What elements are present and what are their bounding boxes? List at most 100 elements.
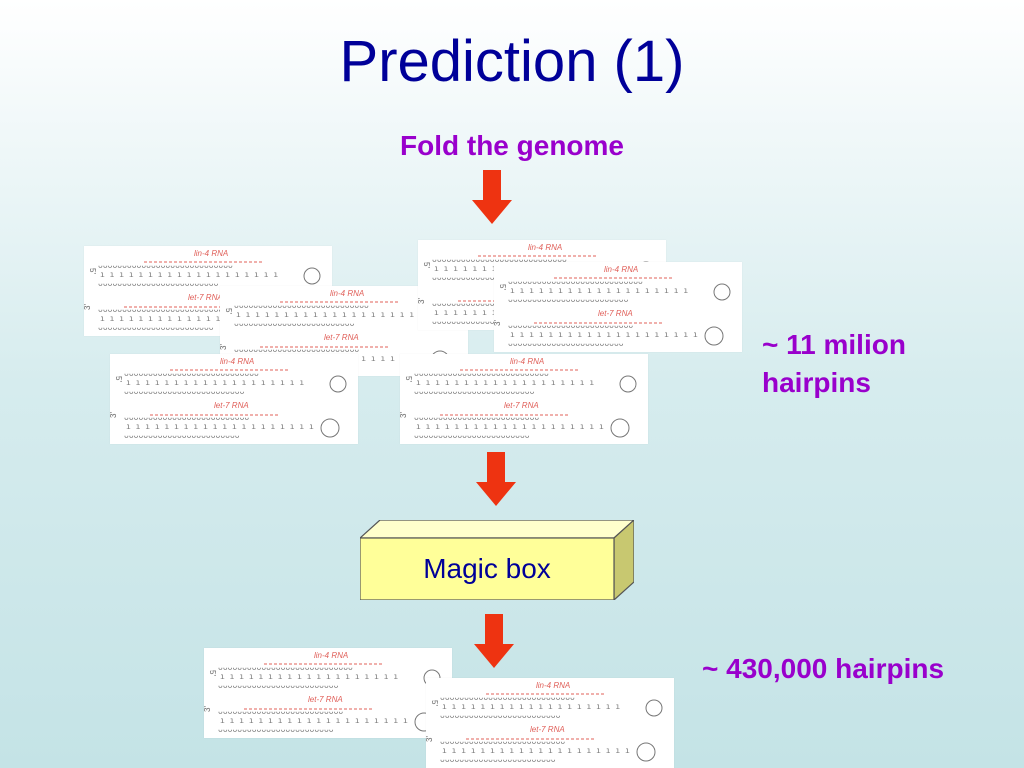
sequence-strand: ᴗᴗᴗᴗᴗᴗᴗᴗᴗᴗᴗᴗᴗᴗᴗᴗᴗᴗᴗᴗᴗᴗᴗᴗᴗᴗᴗᴗ (98, 261, 233, 270)
prime-label: 3' (400, 412, 408, 418)
rna-label: let-7 RNA (530, 725, 565, 734)
sequence-strand: ᴗᴗᴗᴗᴗᴗᴗᴗᴗᴗᴗᴗᴗᴗᴗᴗᴗᴗᴗᴗᴗᴗᴗᴗᴗᴗᴗᴗ (440, 693, 575, 702)
prime-label: 3' (418, 298, 426, 304)
prime-label: 3' (494, 320, 502, 326)
sequence-strand: ᴗᴗᴗᴗᴗᴗᴗᴗᴗᴗᴗᴗᴗᴗᴗᴗᴗᴗᴗᴗᴗᴗᴗᴗᴗᴗ (440, 737, 565, 746)
base-pairs: ı ı ı ı ı ı ı ı ı ı ı ı ı ı ı ı ı ı ı (220, 672, 398, 681)
rna-label: lin-4 RNA (220, 357, 254, 366)
loop-shape (619, 375, 637, 393)
sequence-strand: ᴗᴗᴗᴗᴗᴗᴗᴗᴗᴗᴗᴗᴗᴗᴗᴗᴗᴗᴗᴗᴗᴗᴗᴗᴗᴗᴗᴗ (218, 663, 353, 672)
annotation-total-hairpins: ~ 11 milion hairpins (762, 326, 906, 402)
magic-box: Magic box (360, 520, 634, 600)
sequence-strand: ᴗᴗᴗᴗᴗᴗᴗᴗᴗᴗᴗᴗᴗᴗᴗᴗᴗᴗᴗᴗᴗᴗᴗᴗᴗ (432, 273, 553, 282)
down-arrow-icon (472, 170, 512, 224)
sequence-strand: ᴗᴗᴗᴗᴗᴗᴗᴗᴗᴗᴗᴗᴗᴗᴗᴗᴗᴗᴗᴗᴗᴗᴗᴗᴗᴗ (234, 345, 359, 354)
sequence-strand: ᴗᴗᴗᴗᴗᴗᴗᴗᴗᴗᴗᴗᴗᴗᴗᴗᴗᴗᴗᴗᴗᴗᴗᴗ (432, 317, 548, 326)
base-pairs: ı ı ı ı ı ı ı ı ı ı ı ı ı ı ı ı ı ı ı ı (416, 422, 604, 431)
rna-label: lin-4 RNA (536, 681, 570, 690)
base-pairs: ı ı ı ı ı ı ı ı ı ı ı ı ı ı ı ı ı ı ı (510, 286, 688, 295)
prime-label: 3' (84, 304, 92, 310)
slide-title: Prediction (1) (339, 29, 685, 94)
base-pairs: ı ı ı ı ı ı ı ı ı ı ı ı ı ı ı ı ı ı ı (100, 270, 278, 279)
base-pairs: ı ı ı ı ı ı ı ı ı ı ı ı ı ı ı ı ı ı ı ı (100, 314, 288, 323)
base-pairs: ı ı ı ı ı ı ı ı ı ı ı ı ı ı ı ı ı ı ı (416, 378, 594, 387)
prime-label: 5' (114, 376, 123, 382)
prime-label: 3' (204, 706, 212, 712)
rna-label: let-7 RNA (214, 401, 249, 410)
prime-label: 3' (110, 412, 118, 418)
prime-label: 5' (430, 700, 439, 706)
sequence-strand: ᴗᴗᴗᴗᴗᴗᴗᴗᴗᴗᴗᴗᴗᴗᴗᴗᴗᴗᴗᴗᴗᴗᴗᴗ (98, 323, 214, 332)
prime-label: 5' (422, 262, 431, 268)
rna-label: let-7 RNA (324, 333, 359, 342)
rna-label: lin-4 RNA (510, 357, 544, 366)
sequence-strand: ᴗᴗᴗᴗᴗᴗᴗᴗᴗᴗᴗᴗᴗᴗᴗᴗᴗᴗᴗᴗᴗᴗᴗᴗ (508, 339, 624, 348)
annotation-line: hairpins (762, 367, 871, 398)
sequence-strand: ᴗᴗᴗᴗᴗᴗᴗᴗᴗᴗᴗᴗᴗᴗᴗᴗᴗᴗᴗᴗᴗᴗᴗᴗᴗ (98, 279, 219, 288)
loop-shape (320, 418, 340, 438)
rna-label: lin-4 RNA (314, 651, 348, 660)
sequence-strand: ᴗᴗᴗᴗᴗᴗᴗᴗᴗᴗᴗᴗᴗᴗᴗᴗᴗᴗᴗᴗᴗᴗᴗᴗᴗ (414, 387, 535, 396)
base-pairs: ı ı ı ı ı ı ı ı ı ı ı ı ı ı ı ı ı ı ı (126, 378, 304, 387)
prime-label: 5' (88, 268, 97, 274)
annotation-line: ~ 11 milion (762, 329, 906, 360)
base-pairs: ı ı ı ı ı ı ı ı ı ı ı ı ı ı ı ı ı ı ı (442, 702, 620, 711)
sequence-strand: ᴗᴗᴗᴗᴗᴗᴗᴗᴗᴗᴗᴗᴗᴗᴗᴗᴗᴗᴗᴗᴗᴗᴗᴗ (218, 725, 334, 734)
base-pairs: ı ı ı ı ı ı ı ı ı ı ı ı ı ı ı ı ı ı ı ı (510, 330, 698, 339)
sequence-strand: ᴗᴗᴗᴗᴗᴗᴗᴗᴗᴗᴗᴗᴗᴗᴗᴗᴗᴗᴗᴗᴗᴗᴗᴗᴗᴗᴗᴗ (234, 301, 369, 310)
sequence-strand: ᴗᴗᴗᴗᴗᴗᴗᴗᴗᴗᴗᴗᴗᴗᴗᴗᴗᴗᴗᴗᴗᴗᴗᴗᴗᴗᴗᴗ (432, 255, 567, 264)
down-arrow-icon (476, 452, 516, 506)
base-pairs: ı ı ı ı ı ı ı ı ı ı ı ı ı ı ı ı ı ı ı (236, 310, 414, 319)
sequence-strand: ᴗᴗᴗᴗᴗᴗᴗᴗᴗᴗᴗᴗᴗᴗᴗᴗᴗᴗᴗᴗᴗᴗᴗᴗᴗ (234, 319, 355, 328)
sequence-strand: ᴗᴗᴗᴗᴗᴗᴗᴗᴗᴗᴗᴗᴗᴗᴗᴗᴗᴗᴗᴗᴗᴗᴗᴗ (124, 431, 240, 440)
box-3d-shape (360, 520, 634, 600)
down-arrow-icon (474, 614, 514, 668)
loop-shape (713, 283, 731, 301)
rna-label: lin-4 RNA (194, 249, 228, 258)
sequence-strand: ᴗᴗᴗᴗᴗᴗᴗᴗᴗᴗᴗᴗᴗᴗᴗᴗᴗᴗᴗᴗᴗᴗᴗᴗᴗᴗ (508, 321, 633, 330)
sequence-strand: ᴗᴗᴗᴗᴗᴗᴗᴗᴗᴗᴗᴗᴗᴗᴗᴗᴗᴗᴗᴗᴗᴗᴗᴗᴗ (124, 387, 245, 396)
annotation-filtered-hairpins: ~ 430,000 hairpins (702, 653, 945, 684)
sequence-strand: ᴗᴗᴗᴗᴗᴗᴗᴗᴗᴗᴗᴗᴗᴗᴗᴗᴗᴗᴗᴗᴗᴗᴗᴗᴗᴗᴗᴗ (124, 369, 259, 378)
prime-label: 3' (426, 736, 434, 742)
loop-shape (704, 326, 724, 346)
prime-label: 5' (208, 670, 217, 676)
sequence-strand: ᴗᴗᴗᴗᴗᴗᴗᴗᴗᴗᴗᴗᴗᴗᴗᴗᴗᴗᴗᴗᴗᴗᴗᴗᴗ (440, 711, 561, 720)
rna-label: lin-4 RNA (528, 243, 562, 252)
rna-label: let-7 RNA (188, 293, 223, 302)
rna-label: let-7 RNA (308, 695, 343, 704)
sequence-strand: ᴗᴗᴗᴗᴗᴗᴗᴗᴗᴗᴗᴗᴗᴗᴗᴗᴗᴗᴗᴗᴗᴗᴗᴗᴗᴗ (218, 707, 343, 716)
prime-label: 5' (498, 284, 507, 290)
sequence-strand: ᴗᴗᴗᴗᴗᴗᴗᴗᴗᴗᴗᴗᴗᴗᴗᴗᴗᴗᴗᴗᴗᴗᴗᴗᴗᴗ (414, 413, 539, 422)
base-pairs: ı ı ı ı ı ı ı ı ı ı ı ı ı ı ı ı ı ı ı ı (126, 422, 314, 431)
loop-shape (303, 267, 321, 285)
loop-shape (645, 699, 663, 717)
rna-label: let-7 RNA (598, 309, 633, 318)
sequence-strand: ᴗᴗᴗᴗᴗᴗᴗᴗᴗᴗᴗᴗᴗᴗᴗᴗᴗᴗᴗᴗᴗᴗᴗᴗ (414, 431, 530, 440)
sequence-strand: ᴗᴗᴗᴗᴗᴗᴗᴗᴗᴗᴗᴗᴗᴗᴗᴗᴗᴗᴗᴗᴗᴗᴗᴗᴗᴗᴗᴗ (508, 277, 643, 286)
magic-box-label: Magic box (423, 553, 551, 584)
sequence-strand: ᴗᴗᴗᴗᴗᴗᴗᴗᴗᴗᴗᴗᴗᴗᴗᴗᴗᴗᴗᴗᴗᴗᴗᴗ (440, 755, 556, 764)
sequence-strand: ᴗᴗᴗᴗᴗᴗᴗᴗᴗᴗᴗᴗᴗᴗᴗᴗᴗᴗᴗᴗᴗᴗᴗᴗᴗ (508, 295, 629, 304)
sequence-strand: ᴗᴗᴗᴗᴗᴗᴗᴗᴗᴗᴗᴗᴗᴗᴗᴗᴗᴗᴗᴗᴗᴗᴗᴗᴗᴗᴗᴗ (414, 369, 549, 378)
loop-shape (329, 375, 347, 393)
slide-subtitle: Fold the genome (400, 130, 624, 161)
sequence-strand: ᴗᴗᴗᴗᴗᴗᴗᴗᴗᴗᴗᴗᴗᴗᴗᴗᴗᴗᴗᴗᴗᴗᴗᴗᴗᴗ (124, 413, 249, 422)
prime-label: 5' (224, 308, 233, 314)
prime-label: 5' (404, 376, 413, 382)
rna-label: lin-4 RNA (604, 265, 638, 274)
rna-label: lin-4 RNA (330, 289, 364, 298)
sequence-strand: ᴗᴗᴗᴗᴗᴗᴗᴗᴗᴗᴗᴗᴗᴗᴗᴗᴗᴗᴗᴗᴗᴗᴗᴗᴗᴗ (98, 305, 223, 314)
prime-label: 3' (220, 344, 228, 350)
base-pairs: ı ı ı ı ı ı ı ı ı ı ı ı ı ı ı ı ı ı ı ı (442, 746, 630, 755)
base-pairs: ı ı ı ı ı ı ı ı ı ı ı ı ı ı ı ı ı ı ı ı (220, 716, 408, 725)
sequence-strand: ᴗᴗᴗᴗᴗᴗᴗᴗᴗᴗᴗᴗᴗᴗᴗᴗᴗᴗᴗᴗᴗᴗᴗᴗᴗ (218, 681, 339, 690)
loop-shape (610, 418, 630, 438)
loop-shape (636, 742, 656, 762)
rna-label: let-7 RNA (504, 401, 539, 410)
